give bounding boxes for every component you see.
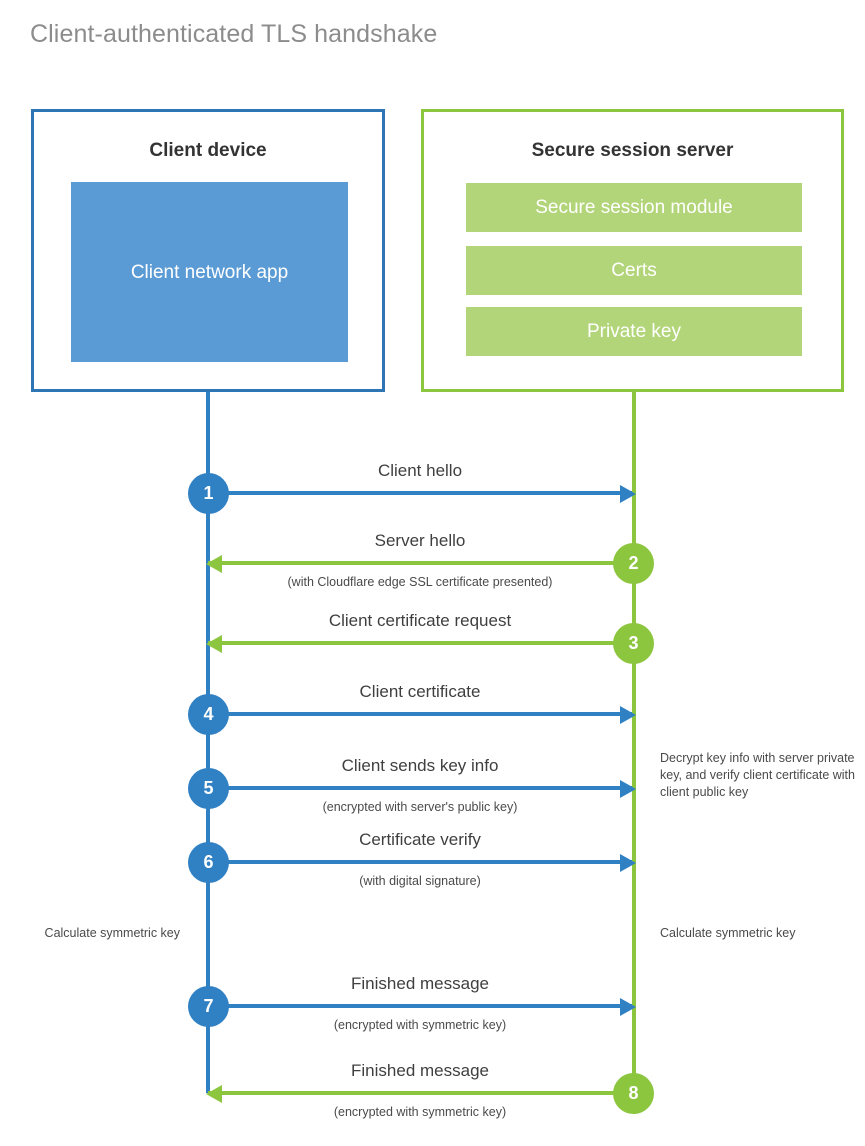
server-lifeline (632, 392, 636, 1093)
message-label-2: Server hello (374, 531, 466, 550)
arrow-line-4 (208, 712, 632, 716)
arrow-line-1 (208, 491, 632, 495)
server-component-private-key: Private key (466, 307, 802, 356)
message-label-7: Finished message (351, 974, 489, 993)
arrow-head-left-8 (206, 1085, 222, 1103)
page-title: Client-authenticated TLS handshake (30, 20, 438, 48)
arrow-head-left-3 (206, 635, 222, 653)
message-label-6: Certificate verify (359, 830, 481, 849)
arrow-line-7 (208, 1004, 632, 1008)
client-device-title: Client device (149, 140, 267, 161)
arrow-head-right-4 (620, 706, 636, 724)
arrow-line-5 (208, 786, 632, 790)
message-caption-6: (with digital signature) (359, 874, 481, 888)
server-decrypt-note: Decrypt key info with server private key… (660, 751, 855, 799)
message-caption-8: (encrypted with symmetric key) (333, 1105, 507, 1119)
arrow-line-3 (208, 641, 632, 645)
arrow-line-8 (208, 1091, 632, 1095)
arrow-line-6 (208, 860, 632, 864)
client-calculate-note: Calculate symmetric key (44, 926, 180, 940)
message-caption-7: (encrypted with symmetric key) (333, 1018, 507, 1032)
step-badge-5: 5 (188, 768, 229, 809)
arrow-head-right-7 (620, 998, 636, 1016)
arrow-head-right-1 (620, 485, 636, 503)
message-label-1: Client hello (377, 461, 463, 480)
step-badge-2: 2 (613, 543, 654, 584)
arrow-line-2 (208, 561, 632, 565)
server-component-secure-session-module: Secure session module (466, 183, 802, 232)
server-calculate-note: Calculate symmetric key (660, 926, 796, 940)
message-caption-5: (encrypted with server's public key) (322, 800, 518, 814)
message-label-4: Client certificate (359, 682, 481, 701)
arrow-head-left-2 (206, 555, 222, 573)
step-badge-3: 3 (613, 623, 654, 664)
secure-session-server-panel: Secure session server Secure session mod… (421, 109, 844, 392)
message-label-8: Finished message (351, 1061, 489, 1080)
step-badge-1: 1 (188, 473, 229, 514)
arrow-head-right-5 (620, 780, 636, 798)
message-caption-2: (with Cloudflare edge SSL certificate pr… (287, 575, 553, 589)
step-badge-7: 7 (188, 986, 229, 1027)
secure-session-server-title: Secure session server (531, 140, 734, 161)
message-label-3: Client certificate request (328, 611, 512, 630)
client-device-panel: Client device Client network app (31, 109, 385, 392)
client-network-app-box: Client network app (71, 182, 348, 362)
server-component-certs: Certs (466, 246, 802, 295)
step-badge-8: 8 (613, 1073, 654, 1114)
message-label-5: Client sends key info (341, 756, 499, 775)
step-badge-6: 6 (188, 842, 229, 883)
arrow-head-right-6 (620, 854, 636, 872)
step-badge-4: 4 (188, 694, 229, 735)
client-lifeline (206, 392, 210, 1093)
